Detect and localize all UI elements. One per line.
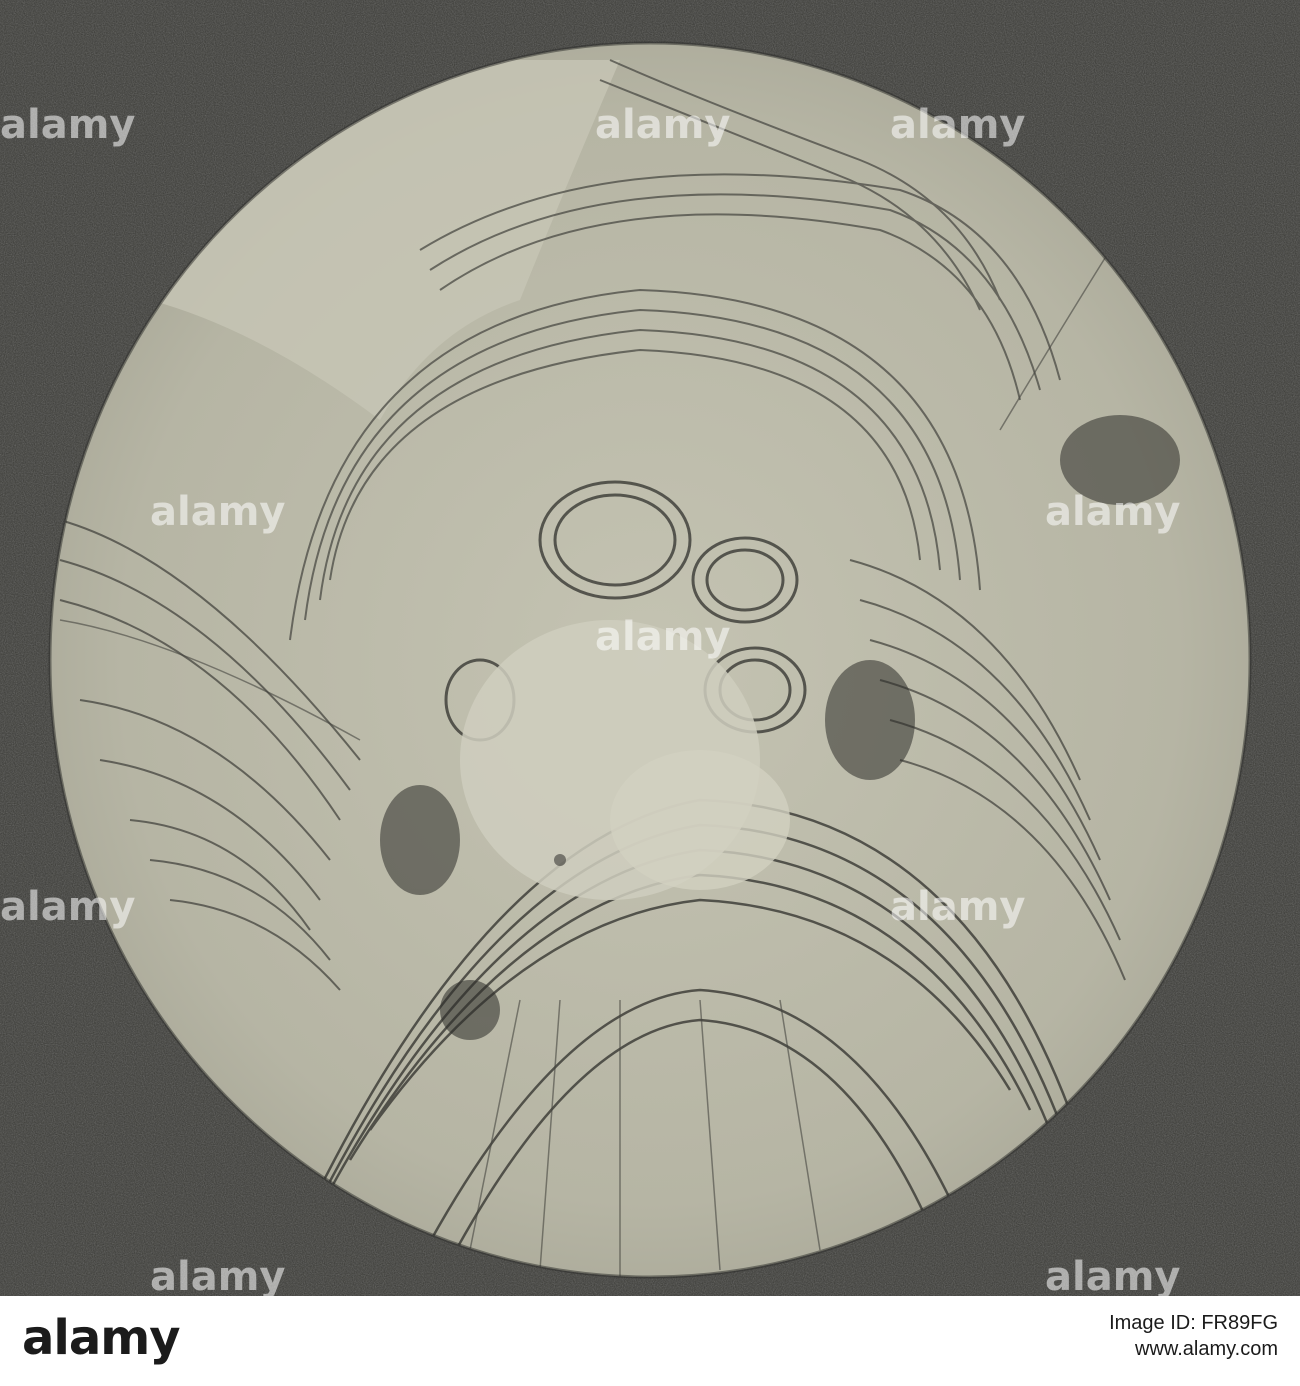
image-id-label: Image ID: FR89FG (1109, 1312, 1278, 1334)
growth-rings-right (849, 559, 1126, 981)
micrograph-illustration: alamy alamy alamy alamy alamy alamy alam… (0, 0, 1300, 1296)
svg-text:alamy: alamy (1045, 489, 1180, 535)
svg-text:alamy: alamy (0, 884, 135, 930)
growth-rings-upper (289, 59, 1061, 641)
growth-rings-left (59, 519, 361, 991)
svg-text:alamy: alamy (150, 489, 285, 535)
alamy-logo: alamy (22, 1310, 181, 1366)
svg-text:alamy: alamy (150, 1254, 285, 1296)
svg-text:alamy: alamy (890, 102, 1025, 148)
micrograph-photo: alamy alamy alamy alamy alamy alamy alam… (0, 0, 1300, 1296)
svg-text:alamy: alamy (595, 102, 730, 148)
watermark-overlay: alamy alamy alamy alamy alamy alamy alam… (0, 102, 1180, 1296)
svg-text:alamy: alamy (890, 884, 1025, 930)
footer-info: Image ID: FR89FG www.alamy.com (1109, 1310, 1278, 1362)
svg-text:alamy: alamy (1045, 1254, 1180, 1296)
svg-text:alamy: alamy (595, 614, 730, 660)
footer-bar: alamy Image ID: FR89FG www.alamy.com (0, 1296, 1300, 1386)
dark-patches (380, 415, 1180, 1040)
radial-cracks (59, 249, 1111, 1277)
svg-text:alamy: alamy (0, 102, 135, 148)
site-url: www.alamy.com (1135, 1338, 1278, 1360)
